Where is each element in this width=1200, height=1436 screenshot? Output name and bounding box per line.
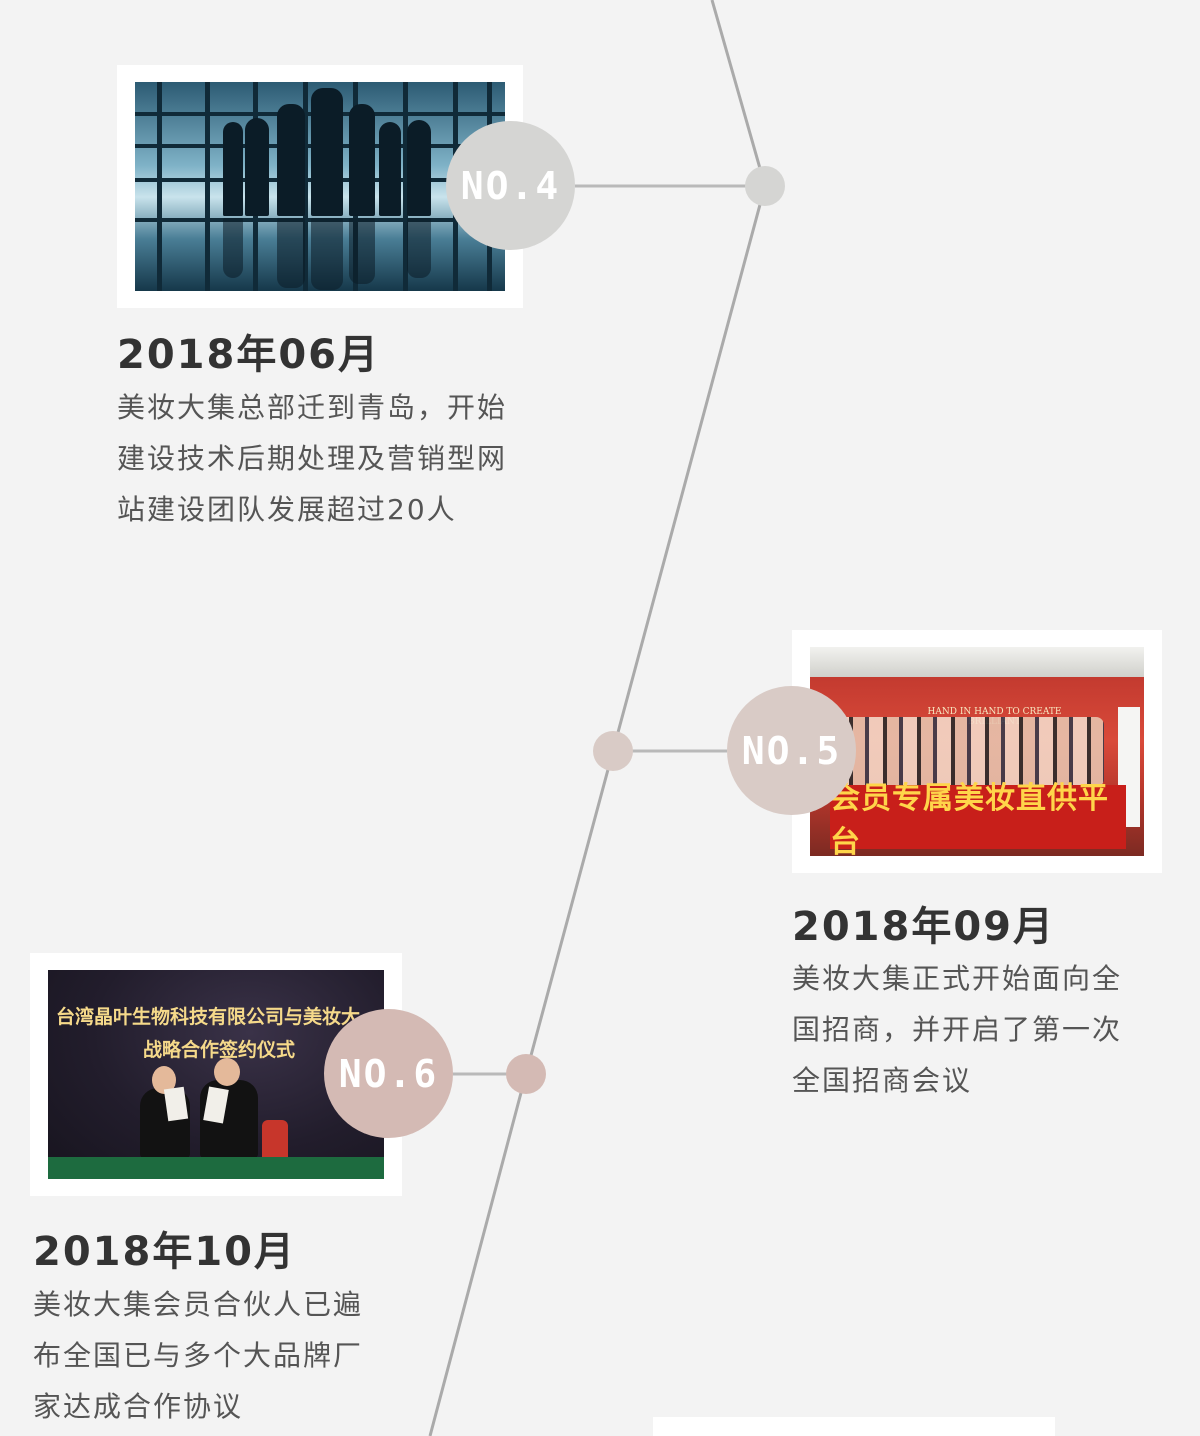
timeline-node-4 xyxy=(745,166,785,206)
description-line: 美妆大集总部迁到青岛，开始 xyxy=(117,391,508,424)
photo-frame-2018-09: HAND IN HAND TO CREATE BRILLIANT 会员专属美妆直… xyxy=(792,630,1162,873)
ceremony-headline: 台湾晶叶生物科技有限公司与美妆大 xyxy=(56,1006,361,1028)
description-line: 布全国已与多个大品牌厂 xyxy=(33,1339,364,1372)
photo-frame-2018-06 xyxy=(117,65,523,308)
description-line: 全国招商会议 xyxy=(792,1064,973,1097)
description-line: 站建设团队发展超过20人 xyxy=(117,493,457,526)
entry-description: 美妆大集总部迁到青岛，开始 建设技术后期处理及营销型网 站建设团队发展超过20人 xyxy=(117,382,507,535)
entry-date: 2018年09月 xyxy=(792,904,1055,950)
timeline-node-6 xyxy=(506,1054,546,1094)
member-platform-banner: 会员专属美妆直供平台 xyxy=(830,781,1126,856)
ceremony-subline: 战略合作签约仪式 xyxy=(143,1039,296,1061)
entry-date: 2018年06月 xyxy=(117,332,380,378)
entry-description: 美妆大集正式开始面向全 国招商，并开启了第一次 全国招商会议 xyxy=(792,953,1122,1106)
badge-no5: NO.5 xyxy=(727,686,856,815)
description-line: 美妆大集会员合伙人已遍 xyxy=(33,1288,364,1321)
description-line: 家达成合作协议 xyxy=(33,1390,244,1423)
entry-description: 美妆大集会员合伙人已遍 布全国已与多个大品牌厂 家达成合作协议 xyxy=(33,1279,363,1432)
description-line: 建设技术后期处理及营销型网 xyxy=(117,442,508,475)
timeline-node-5 xyxy=(593,731,633,771)
description-line: 国招商，并开启了第一次 xyxy=(792,1013,1123,1046)
photo-frame-next xyxy=(653,1417,1055,1436)
group-meeting-photo: HAND IN HAND TO CREATE BRILLIANT 会员专属美妆直… xyxy=(810,647,1144,856)
badge-no6: NO.6 xyxy=(324,1009,453,1138)
entry-date: 2018年10月 xyxy=(33,1229,296,1275)
description-line: 美妆大集正式开始面向全 xyxy=(792,962,1123,995)
team-silhouette-photo xyxy=(135,82,505,291)
badge-no4: NO.4 xyxy=(446,121,575,250)
